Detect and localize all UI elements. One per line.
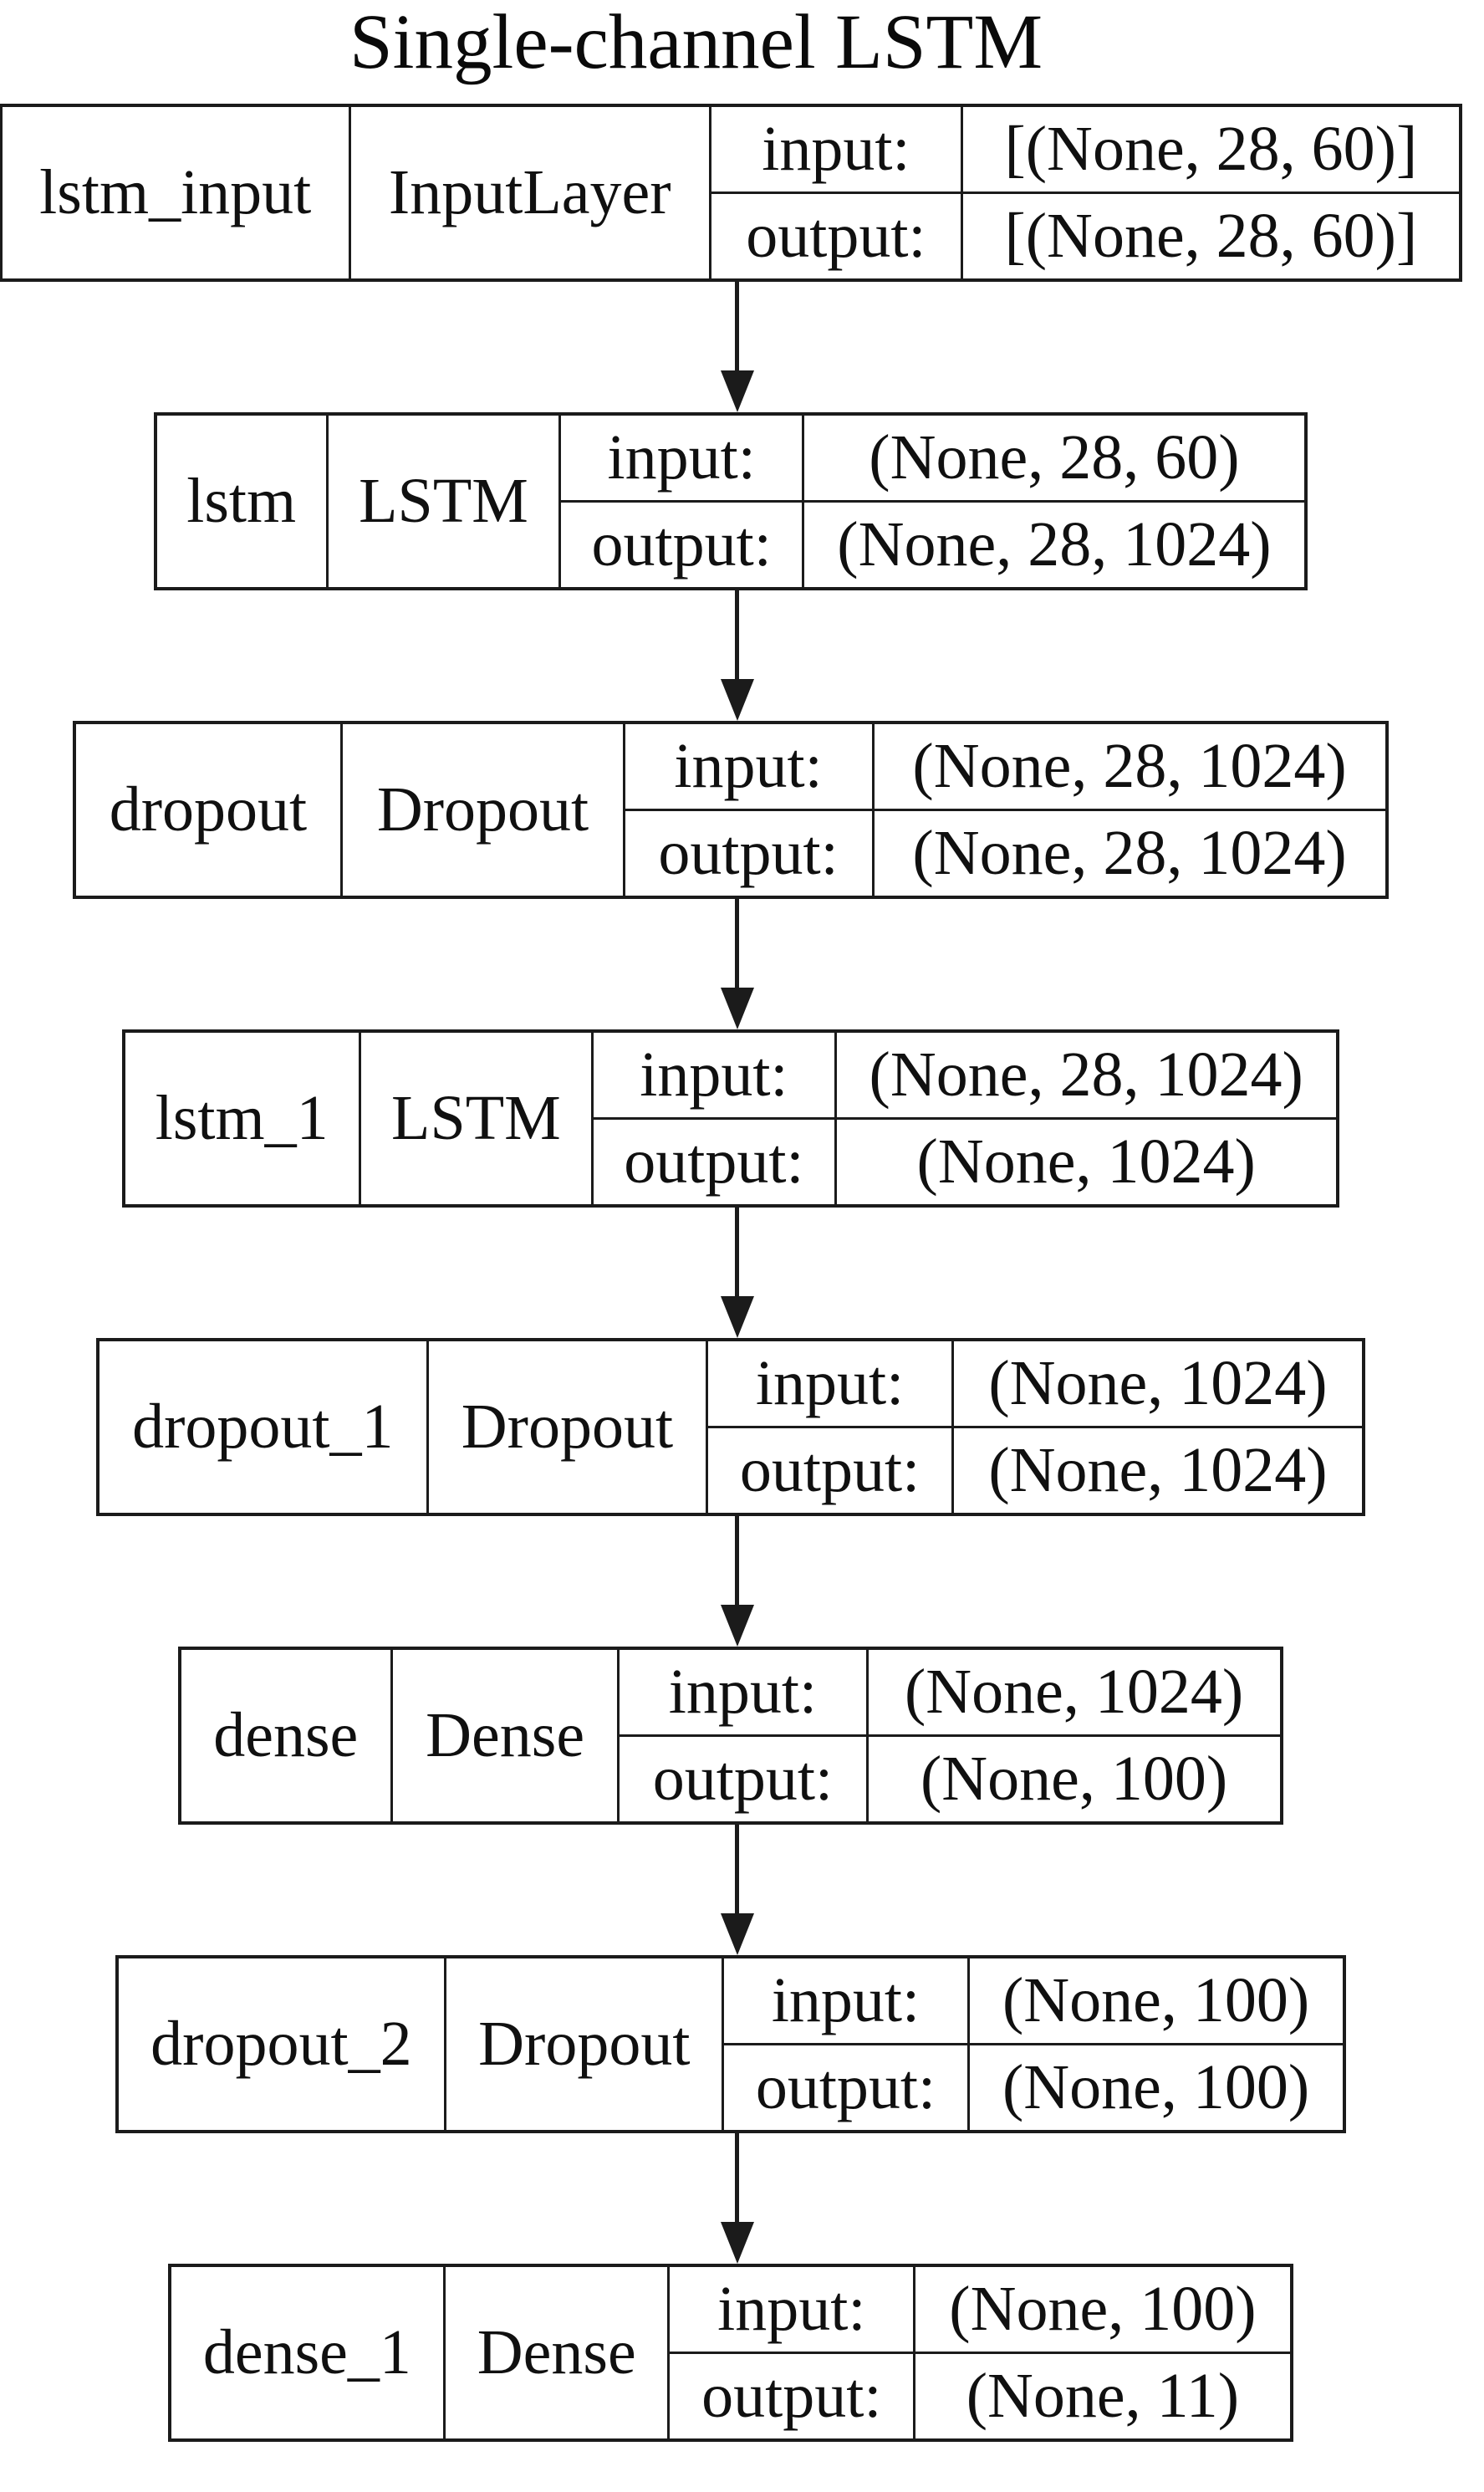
layer-type: LSTM bbox=[358, 1029, 594, 1208]
flow-arrow bbox=[720, 281, 754, 412]
layer-type: Dense bbox=[390, 1647, 620, 1825]
layer-name: dense bbox=[177, 1647, 394, 1825]
output-label: output: bbox=[705, 1425, 955, 1516]
layer-type: Dropout bbox=[444, 1955, 725, 2133]
layer-name: lstm_input bbox=[0, 104, 351, 282]
layer-node-dense: dense Dense input: (None, 1024) output: … bbox=[177, 1646, 1283, 1825]
arrow-head-icon bbox=[720, 987, 754, 1029]
output-shape: (None, 1024) bbox=[834, 1116, 1339, 1208]
output-shape: (None, 28, 1024) bbox=[871, 808, 1389, 899]
arrow-head-icon bbox=[720, 1604, 754, 1647]
input-label: input: bbox=[617, 1647, 869, 1737]
layer-name: dense_1 bbox=[167, 2264, 446, 2442]
output-label: output: bbox=[617, 1734, 869, 1825]
arrow-shaft bbox=[735, 2132, 739, 2222]
diagram-title: Single-channel LSTM bbox=[349, 0, 1043, 85]
layer-name: lstm_1 bbox=[122, 1029, 361, 1208]
arrow-shaft bbox=[735, 1207, 739, 1296]
input-label: input: bbox=[705, 1338, 955, 1428]
layer-node-dense_1: dense_1 Dense input: (None, 100) output:… bbox=[167, 2263, 1293, 2442]
input-shape: (None, 1024) bbox=[865, 1647, 1283, 1737]
arrow-shaft bbox=[735, 1824, 739, 1913]
output-label: output: bbox=[708, 191, 964, 282]
input-label: input: bbox=[667, 2264, 916, 2354]
flow-arrow bbox=[720, 1824, 754, 1955]
input-label: input: bbox=[590, 1029, 837, 1120]
layer-node-lstm_input: lstm_input InputLayer input: [(None, 28,… bbox=[0, 103, 1462, 282]
input-shape: (None, 28, 1024) bbox=[871, 721, 1389, 811]
input-label: input: bbox=[722, 1955, 970, 2045]
layer-name: dropout bbox=[72, 721, 344, 899]
layer-node-dropout_1: dropout_1 Dropout input: (None, 1024) ou… bbox=[95, 1337, 1365, 1516]
flow-arrow bbox=[720, 898, 754, 1029]
layer-node-lstm: lstm LSTM input: (None, 28, 60) output: … bbox=[153, 411, 1308, 590]
layer-type: LSTM bbox=[325, 412, 562, 590]
layer-name: dropout_2 bbox=[115, 1955, 447, 2133]
arrow-shaft bbox=[735, 590, 739, 679]
input-label: input: bbox=[558, 412, 805, 503]
output-shape: (None, 28, 1024) bbox=[802, 499, 1307, 590]
input-shape: (None, 1024) bbox=[951, 1338, 1364, 1428]
arrow-head-icon bbox=[720, 2221, 754, 2264]
layer-name: dropout_1 bbox=[95, 1338, 430, 1516]
output-shape: (None, 100) bbox=[966, 2042, 1346, 2133]
flow-arrow bbox=[720, 1515, 754, 1647]
input-label: input: bbox=[708, 104, 964, 194]
input-shape: (None, 28, 1024) bbox=[834, 1029, 1339, 1120]
layer-node-dropout_2: dropout_2 Dropout input: (None, 100) out… bbox=[115, 1954, 1346, 2133]
output-shape: (None, 100) bbox=[865, 1734, 1283, 1825]
layer-name: lstm bbox=[154, 412, 329, 590]
arrow-head-icon bbox=[720, 1295, 754, 1338]
flow-arrow bbox=[720, 1207, 754, 1338]
flow-arrow bbox=[720, 2132, 754, 2264]
input-shape: (None, 100) bbox=[913, 2264, 1293, 2354]
layer-type: InputLayer bbox=[348, 104, 711, 282]
layer-type: Dropout bbox=[426, 1338, 708, 1516]
layer-node-dropout: dropout Dropout input: (None, 28, 1024) … bbox=[72, 720, 1389, 899]
arrow-shaft bbox=[735, 1515, 739, 1605]
input-label: input: bbox=[622, 721, 875, 811]
layer-type: Dropout bbox=[340, 721, 625, 899]
output-shape: (None, 1024) bbox=[951, 1425, 1364, 1516]
layer-graph: lstm_input InputLayer input: [(None, 28,… bbox=[0, 103, 1472, 2442]
layer-type: Dense bbox=[443, 2264, 671, 2442]
arrow-head-icon bbox=[720, 678, 754, 721]
output-label: output: bbox=[558, 499, 805, 590]
arrow-head-icon bbox=[720, 1912, 754, 1955]
output-label: output: bbox=[722, 2042, 970, 2133]
output-label: output: bbox=[590, 1116, 837, 1208]
output-shape: (None, 11) bbox=[913, 2351, 1293, 2442]
flow-arrow bbox=[720, 590, 754, 721]
input-shape: [(None, 28, 60)] bbox=[961, 104, 1461, 194]
arrow-shaft bbox=[735, 281, 739, 370]
input-shape: (None, 100) bbox=[966, 1955, 1346, 2045]
output-shape: [(None, 28, 60)] bbox=[961, 191, 1461, 282]
input-shape: (None, 28, 60) bbox=[802, 412, 1307, 503]
output-label: output: bbox=[622, 808, 875, 899]
output-label: output: bbox=[667, 2351, 916, 2442]
arrow-head-icon bbox=[720, 370, 754, 412]
arrow-shaft bbox=[735, 898, 739, 988]
layer-node-lstm_1: lstm_1 LSTM input: (None, 28, 1024) outp… bbox=[121, 1029, 1339, 1208]
